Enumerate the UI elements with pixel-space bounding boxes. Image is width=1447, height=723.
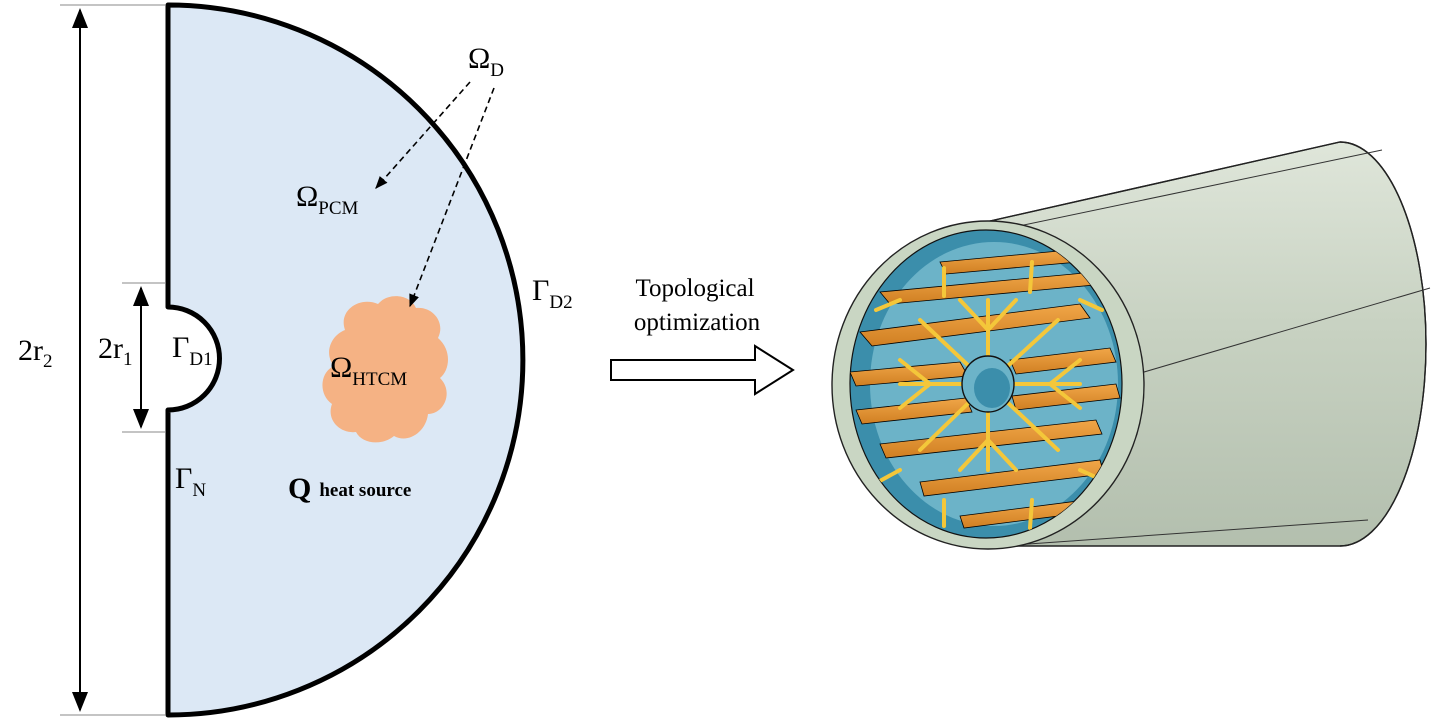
gamma-d2-label: ΓD2: [532, 274, 573, 313]
transition-line-1: Topological: [635, 275, 754, 302]
dimension-lines: [60, 4, 165, 716]
dashed-arrows: [375, 81, 495, 308]
optimized-cylinder: [831, 141, 1431, 550]
transition: Topological optimization: [610, 275, 795, 396]
fin-branches: [874, 260, 1104, 530]
design-domain: [165, 2, 526, 718]
fin-group-bottom: [879, 419, 1105, 529]
gamma-n-label: ΓN: [175, 462, 206, 501]
arrow-to-pcm: [375, 81, 471, 189]
htcm-blob: [322, 296, 448, 443]
outer-diameter-label: 2r2: [18, 334, 53, 372]
inner-diameter-label: 2r1: [98, 332, 133, 370]
transition-line-2: optimization: [634, 309, 761, 336]
gamma-d1-label: ΓD1: [172, 331, 213, 370]
transition-arrow: [610, 344, 795, 396]
omega-pcm-label: ΩPCM: [296, 180, 359, 219]
fin-array: [850, 249, 1121, 530]
fin-group-top: [859, 249, 1106, 347]
arrow-to-htcm: [409, 87, 495, 308]
omega-htcm-label: ΩHTCM: [330, 351, 407, 390]
omega-d-label: ΩD: [468, 42, 504, 81]
